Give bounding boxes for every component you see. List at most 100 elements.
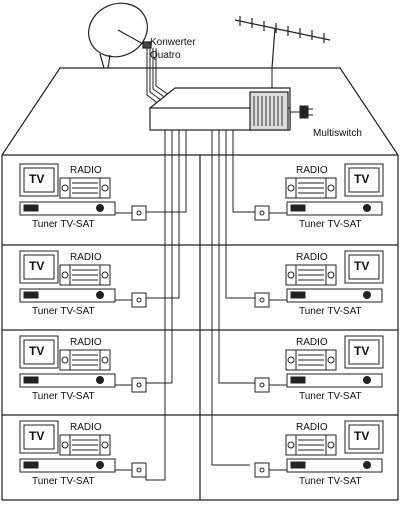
tuner-display <box>23 376 39 384</box>
tuner-label: Tuner TV-SAT <box>32 391 95 402</box>
tuner-label: Tuner TV-SAT <box>32 306 95 317</box>
tuner-display <box>23 204 39 212</box>
tuner-icon <box>19 288 116 303</box>
tuner-knob <box>96 291 104 299</box>
speaker-cone <box>287 184 295 192</box>
tv-label: TV <box>29 172 45 186</box>
radio-label: RADIO <box>70 422 102 433</box>
radio-label: RADIO <box>296 422 328 433</box>
socket-hole <box>136 382 142 388</box>
tuner-icon <box>19 373 116 388</box>
tv-screen <box>23 254 55 280</box>
tv-label: TV <box>29 344 45 358</box>
radio-label: RADIO <box>296 252 328 263</box>
tv-screen <box>23 167 55 193</box>
cable <box>146 130 180 299</box>
cable <box>218 130 255 384</box>
tv-label: TV <box>354 429 370 443</box>
satellite-dish-icon <box>88 2 152 69</box>
speaker-cone <box>61 441 69 449</box>
tuner-knob <box>363 376 371 384</box>
tuner-label: Tuner TV-SAT <box>299 219 362 230</box>
tuner-display <box>290 376 306 384</box>
socket-hole <box>136 467 142 473</box>
speaker-cone <box>287 441 295 449</box>
tuner-icon <box>286 458 383 473</box>
radio-label: RADIO <box>296 337 328 348</box>
radio-label: RADIO <box>70 337 102 348</box>
tv-label: TV <box>29 429 45 443</box>
cable <box>232 130 255 213</box>
power-plug-icon <box>290 105 313 119</box>
tv-screen <box>348 339 380 365</box>
tuner-knob <box>363 291 371 299</box>
tuner-icon <box>286 373 383 388</box>
speaker-cone <box>101 271 109 279</box>
tv-screen <box>23 339 55 365</box>
speaker-cone <box>101 356 109 364</box>
speaker-cone <box>101 184 109 192</box>
roof <box>1 67 399 156</box>
cable <box>211 130 250 466</box>
tv-label: TV <box>29 259 45 273</box>
tuner-label: Tuner TV-SAT <box>299 306 362 317</box>
tuner-knob <box>363 461 371 469</box>
tuner-label: Tuner TV-SAT <box>32 476 95 487</box>
tuner-knob <box>96 204 104 212</box>
tv-screen <box>348 254 380 280</box>
tuner-display <box>290 291 306 299</box>
tv-label: TV <box>354 172 370 186</box>
tuner-label: Tuner TV-SAT <box>299 476 362 487</box>
radio-label: RADIO <box>70 165 102 176</box>
tuner-icon <box>19 201 116 216</box>
tuner-icon <box>19 458 116 473</box>
converter-label-line2: Quatro <box>150 50 181 61</box>
tuner-display <box>23 461 39 469</box>
tuner-label: Tuner TV-SAT <box>32 219 95 230</box>
radio-label: RADIO <box>296 165 328 176</box>
tuner-icon <box>286 288 383 303</box>
tv-screen <box>348 424 380 450</box>
socket-hole <box>136 297 142 303</box>
speaker-cone <box>61 356 69 364</box>
antenna-icon <box>234 16 331 69</box>
speaker-cone <box>61 271 69 279</box>
speaker-cone <box>327 271 335 279</box>
multiswitch-label: Multiswitch <box>313 128 362 139</box>
tv-screen <box>348 167 380 193</box>
cable <box>146 130 187 213</box>
socket-hole <box>259 382 265 388</box>
socket-hole <box>259 297 265 303</box>
speaker-cone <box>287 271 295 279</box>
tv-screen <box>23 424 55 450</box>
socket-hole <box>259 210 265 216</box>
tv-label: TV <box>354 259 370 273</box>
converter-label: Konwerter <box>150 37 196 48</box>
speaker-cone <box>327 356 335 364</box>
tuner-knob <box>96 376 104 384</box>
tuner-display <box>290 204 306 212</box>
socket-hole <box>136 210 142 216</box>
multiswitch-icon <box>149 87 291 131</box>
speaker-cone <box>287 356 295 364</box>
tuner-icon <box>286 201 383 216</box>
speaker-cone <box>101 441 109 449</box>
tuner-display <box>290 461 306 469</box>
tuner-label: Tuner TV-SAT <box>299 391 362 402</box>
tuner-knob <box>363 204 371 212</box>
tv-label: TV <box>354 344 370 358</box>
speaker-cone <box>327 441 335 449</box>
socket-hole <box>259 467 265 473</box>
tuner-display <box>23 291 39 299</box>
tuner-knob <box>96 461 104 469</box>
radio-label: RADIO <box>70 252 102 263</box>
